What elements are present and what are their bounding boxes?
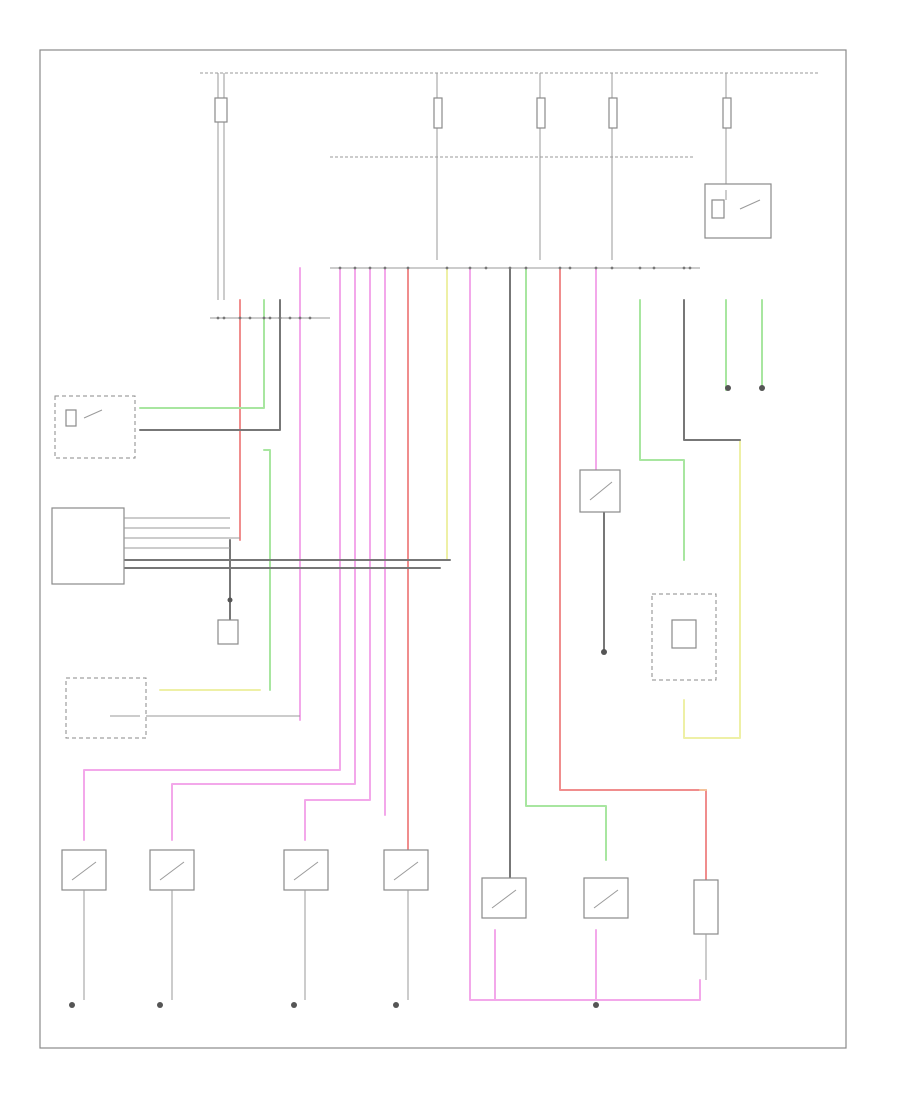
connector-pin	[268, 316, 272, 320]
relay-component	[704, 183, 772, 239]
connector-pin	[568, 266, 572, 270]
connector-pin	[652, 266, 656, 270]
ground-symbol-icon	[393, 1002, 399, 1008]
connector-pin	[468, 266, 472, 270]
connector-pin	[368, 266, 372, 270]
bottom-module-7	[693, 879, 719, 980]
connector-pin	[238, 316, 242, 320]
ground-symbol-icon	[291, 1002, 297, 1008]
connector-pin	[682, 266, 686, 270]
connector-pin	[558, 266, 562, 270]
connector-pin	[308, 316, 312, 320]
bottom-switch-2	[149, 849, 195, 1000]
connector-pin	[610, 266, 614, 270]
bottom-switch-4	[383, 849, 429, 1000]
yellow-wire-group	[159, 267, 741, 739]
left-module-box	[51, 507, 240, 585]
connector-pin	[484, 266, 488, 270]
right-middle-switch	[579, 469, 621, 513]
connector-pin	[353, 266, 357, 270]
pink-wire-group	[83, 267, 701, 1001]
red-wire-group	[239, 267, 707, 881]
power-bus	[200, 72, 820, 158]
fuse-drops	[217, 73, 727, 300]
connector-pin	[278, 316, 282, 320]
connector-pin	[288, 316, 292, 320]
diagram-frame	[39, 49, 847, 1049]
connector-pin	[594, 266, 598, 270]
ground-symbol-icon	[725, 385, 731, 391]
connector-pin	[298, 316, 302, 320]
connector-dots	[216, 266, 692, 320]
ground-symbol-icon	[601, 649, 607, 655]
left-switch-box	[65, 677, 300, 739]
connector-pin	[262, 316, 266, 320]
connector-pin	[222, 316, 226, 320]
ground-symbol-icon	[759, 385, 765, 391]
fuse-symbols	[214, 97, 732, 129]
connector-pin	[248, 316, 252, 320]
right-middle-dashed	[651, 593, 717, 681]
connector-pin	[216, 316, 220, 320]
connector-pin	[638, 266, 642, 270]
dark-wire-group	[123, 267, 741, 881]
ground-symbols	[69, 385, 765, 1008]
connector-pin	[383, 266, 387, 270]
bottom-switch-5	[481, 877, 527, 919]
green-wire-group	[139, 267, 763, 861]
ground-symbol-icon	[227, 597, 233, 603]
connector-pin	[445, 266, 449, 270]
connector-pin	[688, 266, 692, 270]
motor-component	[217, 619, 239, 645]
bottom-switch-6	[583, 877, 629, 919]
ground-symbol-icon	[157, 1002, 163, 1008]
bottom-switch-1	[61, 849, 107, 1000]
ground-symbol-icon	[69, 1002, 75, 1008]
ground-symbol-icon	[593, 1002, 599, 1008]
connector-pin	[524, 266, 528, 270]
connector-pin	[508, 266, 512, 270]
connector-pin	[406, 266, 410, 270]
left-relay-box	[54, 395, 136, 459]
bottom-switch-3	[283, 849, 329, 1000]
connector-pin	[338, 266, 342, 270]
